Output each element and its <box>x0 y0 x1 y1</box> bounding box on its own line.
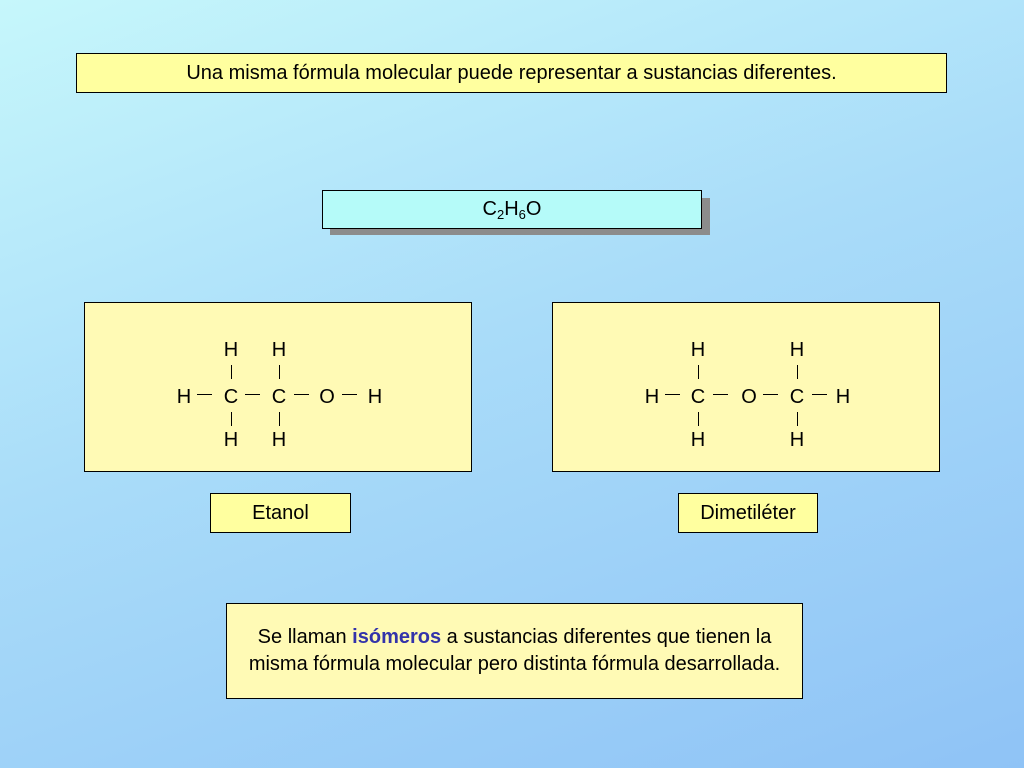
dimetileter-atom-bot-2: H <box>789 429 805 451</box>
etanol-bond-v-bot-2 <box>279 412 280 426</box>
etanol-bond-h-3 <box>294 394 309 395</box>
definition-box: Se llaman isómeros a sustancias diferent… <box>226 603 803 699</box>
dimetileter-bond-v-bot-2 <box>797 412 798 426</box>
dimetileter-bond-v-top-2 <box>797 365 798 379</box>
dimetileter-atom-top-1: H <box>690 339 706 361</box>
dimetileter-bond-h-1 <box>665 394 680 395</box>
title-box: Una misma fórmula molecular puede repres… <box>76 53 947 93</box>
dimetileter-atom-mid-4: C <box>789 386 805 408</box>
dimetileter-atom-mid-5: H <box>835 386 851 408</box>
etanol-bond-h-1 <box>197 394 212 395</box>
dimetileter-label-box: Dimetiléter <box>678 493 818 533</box>
etanol-atom-mid-1: H <box>176 386 192 408</box>
dimetileter-label: Dimetiléter <box>700 501 796 524</box>
etanol-atom-mid-3: C <box>271 386 287 408</box>
definition-text: Se llaman isómeros a sustancias diferent… <box>248 626 781 675</box>
etanol-atom-mid-5: H <box>367 386 383 408</box>
etanol-atom-bot-1: H <box>223 429 239 451</box>
dimetileter-atom-top-2: H <box>789 339 805 361</box>
etanol-bond-v-top-2 <box>279 365 280 379</box>
dimetileter-structure-panel: H H H C O C H H H <box>552 302 940 472</box>
dimetileter-bond-v-bot-1 <box>698 412 699 426</box>
dimetileter-bond-h-3 <box>763 394 778 395</box>
dimetileter-atom-mid-1: H <box>644 386 660 408</box>
etanol-atom-mid-2: C <box>223 386 239 408</box>
molecular-formula: C2H6O <box>482 197 542 222</box>
etanol-structure-panel: H H H C C O H H H <box>84 302 472 472</box>
molecular-formula-box: C2H6O <box>322 190 702 229</box>
definition-keyword: isómeros <box>352 626 442 648</box>
dimetileter-bond-h-4 <box>812 394 827 395</box>
etanol-atom-bot-2: H <box>271 429 287 451</box>
etanol-label: Etanol <box>252 501 309 524</box>
title-text: Una misma fórmula molecular puede repres… <box>186 61 837 84</box>
etanol-bond-v-top-1 <box>231 365 232 379</box>
etanol-bond-v-bot-1 <box>231 412 232 426</box>
dimetileter-bond-h-2 <box>713 394 728 395</box>
dimetileter-atom-mid-2: C <box>690 386 706 408</box>
etanol-bond-h-2 <box>245 394 260 395</box>
etanol-atom-top-2: H <box>271 339 287 361</box>
dimetileter-atom-bot-1: H <box>690 429 706 451</box>
dimetileter-bond-v-top-1 <box>698 365 699 379</box>
etanol-label-box: Etanol <box>210 493 351 533</box>
etanol-bond-h-4 <box>342 394 357 395</box>
dimetileter-atom-mid-3: O <box>741 386 757 408</box>
etanol-atom-top-1: H <box>223 339 239 361</box>
etanol-atom-mid-4: O <box>319 386 335 408</box>
